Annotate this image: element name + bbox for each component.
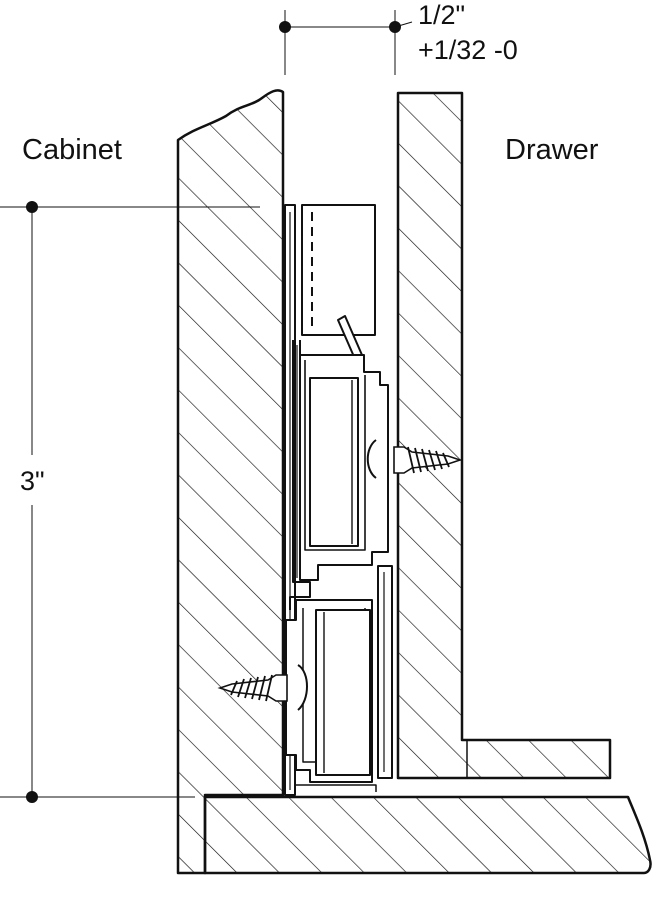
height-dimension: 3" — [0, 201, 260, 803]
drawer-slide-assembly — [284, 204, 393, 796]
cabinet-bottom-shelf — [203, 795, 652, 875]
screw-icon — [393, 446, 463, 474]
cabinet-label: Cabinet — [22, 134, 122, 166]
dimension-dot — [279, 21, 291, 33]
height-label: 3" — [20, 466, 45, 496]
drawer-label: Drawer — [505, 134, 599, 166]
gap-nominal-label: 1/2" — [418, 0, 465, 30]
cabinet-wall — [176, 89, 285, 875]
drawer-wall — [396, 91, 612, 780]
gap-dimension: 1/2" +1/32 -0 — [279, 0, 518, 75]
screw-icon — [217, 674, 288, 702]
dimension-dot — [26, 201, 38, 213]
dimension-dot — [26, 791, 38, 803]
gap-tolerance-label: +1/32 -0 — [418, 35, 518, 65]
